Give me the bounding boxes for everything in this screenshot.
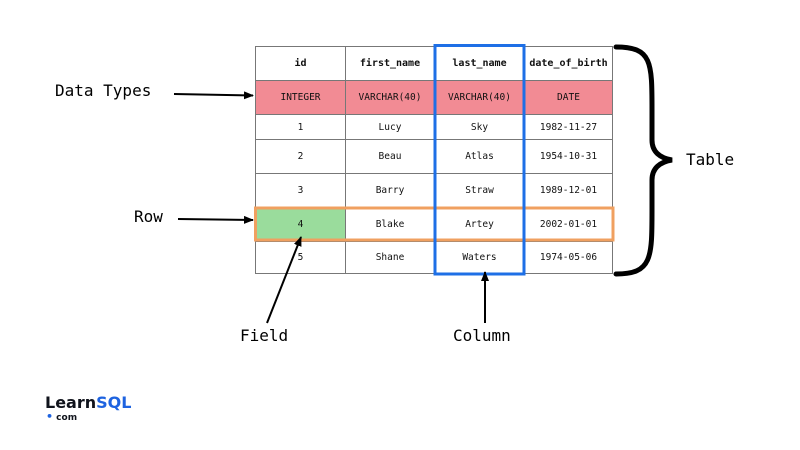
- data-types-arrow: [173, 91, 254, 100]
- table-label: Table: [686, 150, 735, 169]
- logo-com: com: [56, 413, 78, 423]
- column-label: Column: [453, 326, 511, 345]
- logo-domain: • com: [46, 410, 131, 423]
- column-highlight-outline: [433, 44, 526, 276]
- row-label: Row: [134, 207, 163, 226]
- logo-dot: •: [46, 410, 54, 423]
- field-arrow: [266, 236, 302, 324]
- logo-wordmark: LearnSQL: [45, 394, 131, 412]
- data-type-cell: VARCHAR(40): [345, 80, 435, 115]
- table-brace: [613, 44, 673, 277]
- logo-learn: Learn: [45, 393, 97, 412]
- logo-sql: SQL: [96, 393, 132, 412]
- row-arrow: [177, 215, 254, 224]
- data-types-label: Data Types: [55, 81, 152, 100]
- learnsql-logo: LearnSQL • com: [45, 394, 131, 424]
- field-label: Field: [240, 326, 289, 345]
